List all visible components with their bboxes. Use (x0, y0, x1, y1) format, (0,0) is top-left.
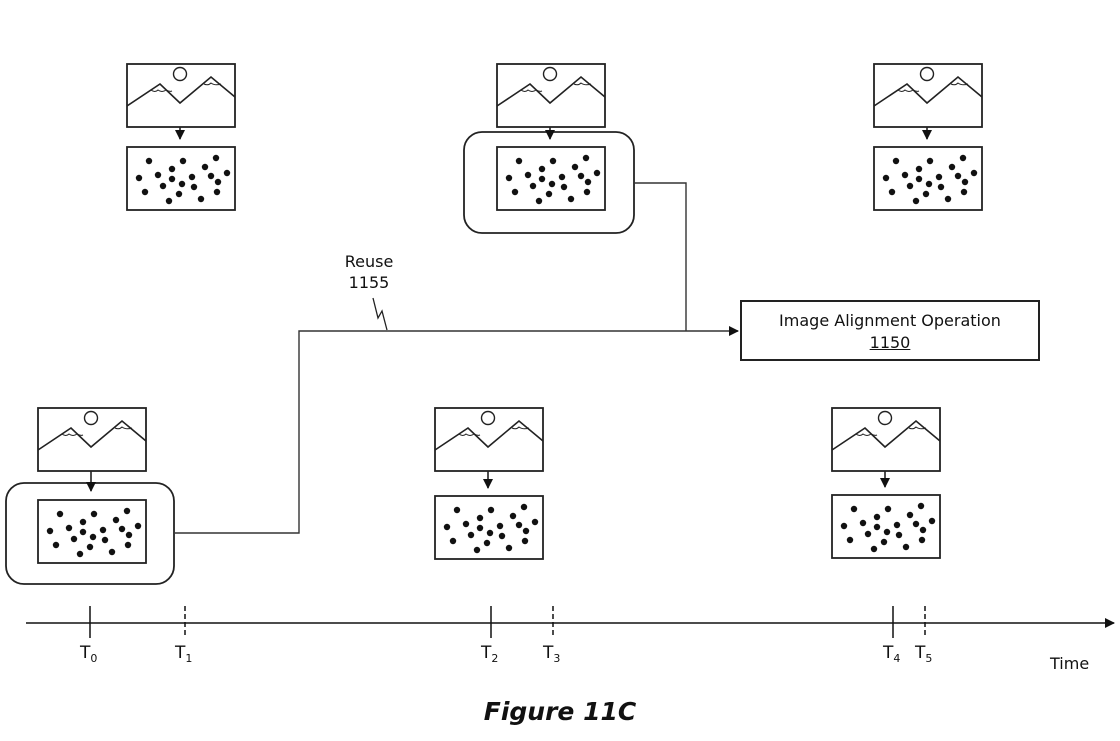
tick-label-T1: T1 (175, 643, 193, 665)
reuse-leader-line (372, 297, 388, 331)
frame-t0 (5, 407, 175, 585)
frame-t2 (434, 407, 544, 560)
feature-points-icon (496, 146, 606, 211)
frame-t4 (831, 407, 941, 559)
time-axis-label: Time (1050, 654, 1090, 673)
image-icon (126, 63, 236, 128)
tick-label-T2: T2 (481, 643, 499, 665)
feature-points-icon (873, 146, 983, 211)
image-alignment-operation-box: Image Alignment Operation 1150 (740, 300, 1040, 361)
tick-label-T5: T5 (915, 643, 933, 665)
frame-top-middle (463, 63, 635, 234)
reuse-text: Reuse (344, 252, 394, 271)
feature-points-icon (37, 499, 147, 564)
frame-top-right (873, 63, 983, 211)
time-ticks (89, 606, 926, 638)
image-icon (37, 407, 147, 472)
operation-label: Image Alignment Operation (779, 311, 1001, 330)
feature-points-icon (434, 495, 544, 560)
image-icon (496, 63, 606, 128)
reuse-connector (175, 326, 739, 534)
current-connector (634, 182, 687, 331)
image-icon (434, 407, 544, 472)
tick-label-T0: T0 (80, 643, 98, 665)
tick-label-T3: T3 (543, 643, 561, 665)
image-icon (873, 63, 983, 128)
tick-label-T4: T4 (883, 643, 901, 665)
feature-points-icon (126, 146, 236, 211)
figure-caption: Figure 11C (483, 697, 637, 726)
image-icon (831, 407, 941, 472)
feature-points-icon (831, 494, 941, 559)
frame-top-left (126, 63, 236, 211)
reuse-label: Reuse 1155 (337, 251, 401, 293)
operation-ref: 1150 (869, 333, 911, 352)
reuse-ref: 1155 (348, 273, 390, 292)
